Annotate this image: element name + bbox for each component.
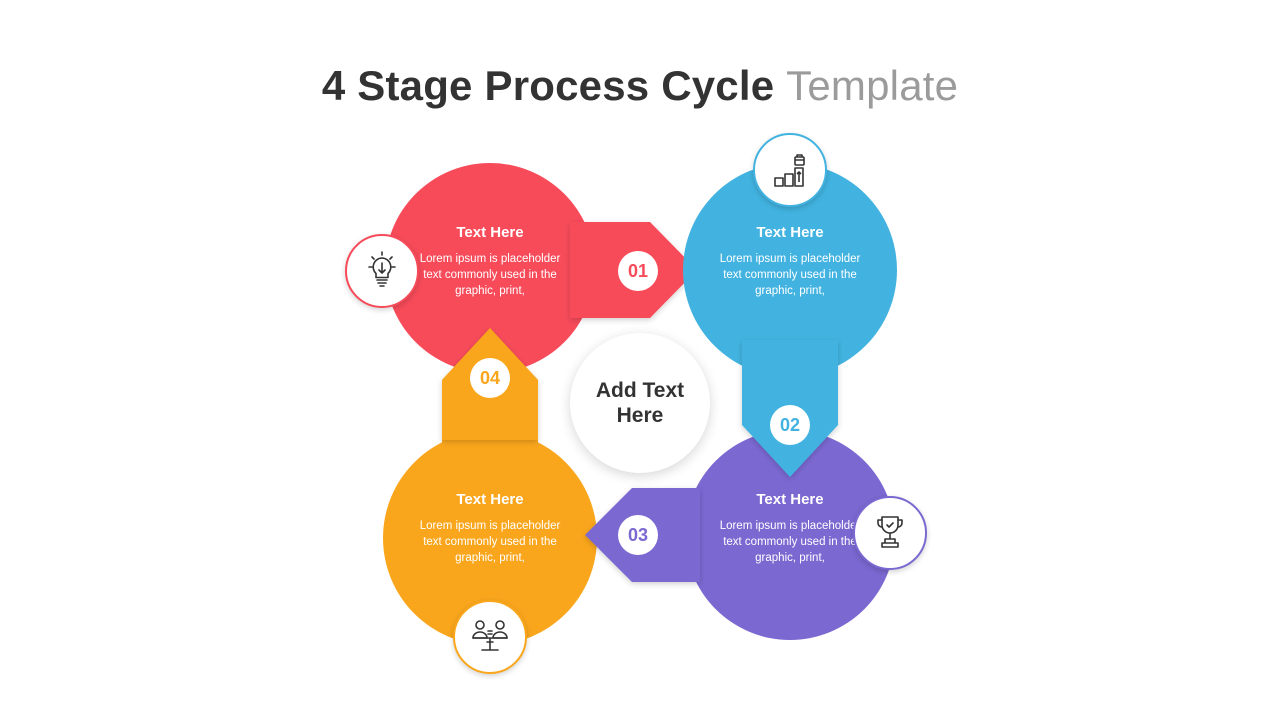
title-accent: Template — [786, 62, 959, 109]
growth-chart-icon — [753, 133, 827, 207]
title-main: 4 Stage Process Cycle — [321, 62, 775, 109]
lightbulb-icon — [345, 234, 419, 308]
stage-1-title: Text Here — [456, 224, 524, 241]
stage-3-body: Lorem ipsum is placeholder text commonly… — [719, 520, 861, 564]
stage-3-number-badge: 03 — [618, 515, 658, 555]
center-circle: Add Text Here — [570, 333, 710, 473]
stage-1-text: Text Here Lorem ipsum is placeholder tex… — [415, 224, 565, 299]
stage-4-text: Text Here Lorem ipsum is placeholder tex… — [415, 491, 565, 566]
center-text: Add Text Here — [595, 379, 685, 427]
stage-3-text: Text Here Lorem ipsum is placeholder tex… — [715, 491, 865, 566]
stage-3-title: Text Here — [756, 491, 824, 508]
stage-2-number-badge: 02 — [770, 405, 810, 445]
stage-2-title: Text Here — [756, 224, 824, 241]
balance-people-icon — [453, 600, 527, 674]
stage-4-body: Lorem ipsum is placeholder text commonly… — [419, 520, 561, 564]
stage-4-number-badge: 04 — [470, 358, 510, 398]
page-title: 4 Stage Process Cycle Template — [0, 62, 1280, 110]
stage-1-body: Lorem ipsum is placeholder text commonly… — [419, 253, 561, 297]
stage-2-body: Lorem ipsum is placeholder text commonly… — [719, 253, 861, 297]
stage-2-text: Text Here Lorem ipsum is placeholder tex… — [715, 224, 865, 299]
trophy-icon — [853, 496, 927, 570]
stage-4-title: Text Here — [456, 491, 524, 508]
stage-1-number-badge: 01 — [618, 251, 658, 291]
